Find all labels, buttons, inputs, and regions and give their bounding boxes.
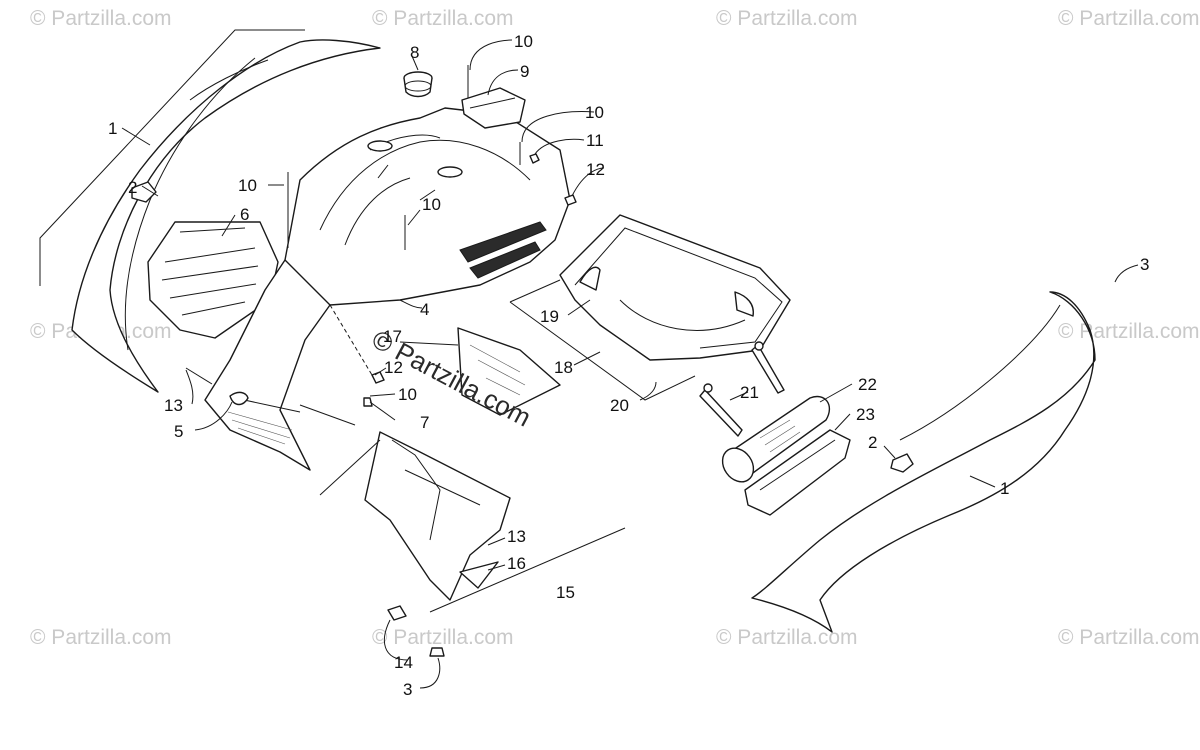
part-17-decal [457,327,561,416]
callout-16: 16 [507,554,526,573]
callout-2-right: 2 [868,433,877,452]
hardware-pieces [185,65,577,407]
callout-14: 14 [394,653,413,672]
part-4-hood [284,107,571,306]
watermark: © Partzilla.com [1058,320,1200,343]
part-21-strap [699,341,785,437]
callout-7: 7 [420,413,429,432]
callout-10-left: 10 [238,176,257,195]
callout-2-left: 2 [128,178,137,197]
callout-9: 9 [520,62,529,81]
part-23-tray-insert [744,429,851,516]
watermark: © Partzilla.com [30,626,172,649]
watermark: © Partzilla.com [716,626,858,649]
bracket-line [299,404,356,426]
part-9-bracket [461,87,526,129]
callout-12-lower: 12 [384,358,403,377]
callout-4: 4 [420,300,429,319]
callout-23: 23 [856,405,875,424]
callout-10-right: 10 [585,103,604,122]
callout-22: 22 [858,375,877,394]
part-22-cylinder [721,395,831,483]
bracket-line [39,29,305,286]
callout-12-upper: 12 [586,160,605,179]
part-1-right-side-panel [751,291,1096,633]
callout-18: 18 [554,358,573,377]
callout-1-left: 1 [108,119,117,138]
bracket-line [429,527,626,613]
bracket-line [319,439,381,496]
callout-19: 19 [540,307,559,326]
part-19-storage-tray [559,214,791,361]
callout-10-center: 10 [422,195,441,214]
callout-13-left: 13 [164,396,183,415]
watermark: © Partzilla.com [30,7,172,30]
watermark: © Partzilla.com [372,626,514,649]
callout-1-right: 1 [1000,479,1009,498]
watermark: © Partzilla.com [1058,626,1200,649]
callout-3-lower: 3 [403,680,412,699]
callout-5: 5 [174,422,183,441]
callout-10-top: 10 [514,32,533,51]
part-8-boot [403,71,433,98]
callout-6: 6 [240,205,249,224]
callout-21: 21 [740,383,759,402]
watermark-layer: © Partzilla.com © Partzilla.com © Partzi… [30,7,1200,649]
callout-11: 11 [586,131,604,150]
bracket-line [509,301,696,401]
watermark: © Partzilla.com [1058,7,1200,30]
callout-3-right: 3 [1140,255,1149,274]
part-15-lower-nose [364,431,511,657]
bracket-line [509,279,561,303]
part-1-left-side-panel [71,39,381,393]
part-6-grille [147,221,279,339]
callout-10-lower: 10 [398,385,417,404]
callout-20: 20 [610,396,629,415]
leader-lines [121,39,1139,689]
watermark: © Partzilla.com [716,7,858,30]
callout-8: 8 [410,43,419,62]
callout-labels: 1 2 10 9 8 10 11 12 10 6 10 4 17 12 10 7… [108,32,1149,699]
callout-13-lower: 13 [507,527,526,546]
callout-15: 15 [556,583,575,602]
callout-17: 17 [383,327,402,346]
watermark: © Partzilla.com [372,7,514,30]
assembly-dash-line [329,304,373,376]
